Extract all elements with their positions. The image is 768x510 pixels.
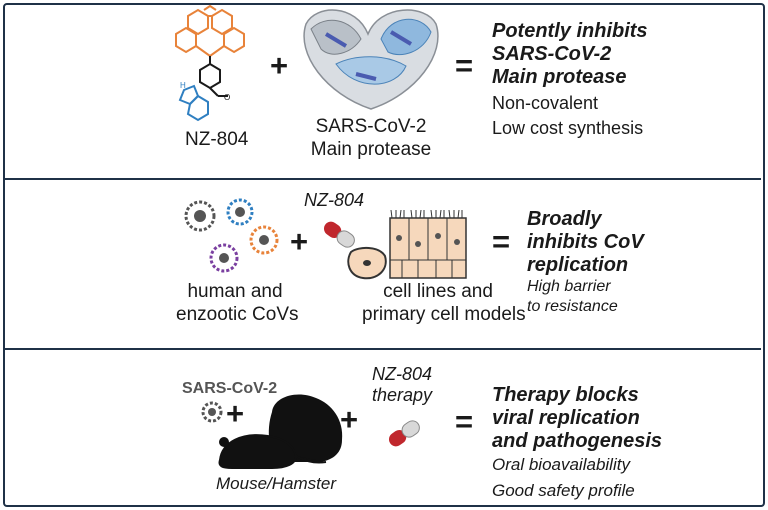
svg-text:H: H	[180, 81, 186, 90]
drug-label-line2: therapy	[372, 385, 433, 405]
plus-sign-2: +	[340, 402, 359, 437]
virus-icon-orange	[249, 225, 279, 255]
outcome-bold-1: Broadly	[527, 208, 602, 230]
drug-label: NZ-804	[304, 190, 365, 210]
epithelial-tissue-icon	[389, 209, 467, 279]
cells-label-line2: primary cell models	[362, 304, 526, 325]
viruses-label-line1: human and	[187, 281, 283, 302]
protein-label-line1: SARS-CoV-2	[315, 116, 427, 137]
protease-structure	[303, 9, 439, 110]
capsule-icon	[388, 420, 420, 447]
compound-label: NZ-804	[185, 129, 249, 150]
outcome-italic-1: Oral bioavailability	[492, 455, 630, 474]
outcome-italic-2: Good safety profile	[492, 481, 635, 500]
divider-2	[3, 348, 761, 350]
viruses-label-line2: enzootic CoVs	[176, 304, 299, 325]
virus-icon-blue	[226, 198, 254, 226]
equals-sign: =	[455, 404, 474, 439]
outcome-bold-1: Potently inhibits	[492, 20, 648, 42]
mouse-silhouette	[218, 434, 327, 469]
mouse-hamster-silhouette	[218, 394, 343, 469]
outcome-bold-2: viral replication	[492, 407, 640, 429]
plus-sign: +	[270, 48, 289, 83]
virus-label: SARS-CoV-2	[182, 380, 278, 397]
virus-icon-grey	[201, 401, 223, 423]
outcome-bold-3: Main protease	[492, 66, 627, 88]
cells-label-line1: cell lines and	[383, 281, 493, 302]
virus-icon-grey	[184, 200, 216, 232]
cells-label: cell lines and primary cell models	[362, 280, 526, 326]
coronavirus-group	[184, 198, 279, 273]
outcome-plain-1: Non-covalent	[492, 93, 599, 113]
drug-label-line1: NZ-804	[372, 364, 433, 384]
panel2-outcome: Broadly inhibits CoV replication High ba…	[527, 208, 644, 317]
capsule-icon	[323, 221, 355, 248]
outcome-bold-2: inhibits CoV	[527, 231, 644, 253]
outcome-italic-1: High barrier	[527, 278, 611, 295]
outcome-bold-1: Therapy blocks	[492, 384, 639, 406]
divider-1	[3, 178, 761, 180]
protein-label: SARS-CoV-2 Main protease	[298, 115, 444, 161]
equals-sign: =	[455, 48, 474, 83]
animal-label: Mouse/Hamster	[216, 474, 336, 493]
panel3-outcome: Therapy blocks viral replication and pat…	[492, 384, 662, 501]
virus-icon-purple	[209, 243, 239, 273]
plus-sign-1: +	[226, 396, 245, 431]
equals-sign: =	[492, 224, 511, 259]
plus-sign: +	[290, 224, 309, 259]
single-cell-icon	[347, 246, 387, 280]
outcome-plain-2: Low cost synthesis	[492, 118, 644, 138]
panel1-outcome: Potently inhibits SARS-CoV-2 Main protea…	[492, 20, 648, 139]
outcome-bold-3: replication	[527, 254, 629, 276]
protein-label-line2: Main protease	[310, 139, 432, 160]
outcome-bold-3: and pathogenesis	[492, 430, 663, 452]
drug-therapy-label: NZ-804 therapy	[372, 364, 432, 406]
viruses-label: human and enzootic CoVs	[176, 280, 299, 326]
outcome-italic-2: to resistance	[527, 298, 618, 315]
outcome-bold-2: SARS-CoV-2	[492, 43, 612, 65]
nz804-molecule: H O	[175, 4, 245, 122]
svg-text:O: O	[224, 93, 230, 102]
